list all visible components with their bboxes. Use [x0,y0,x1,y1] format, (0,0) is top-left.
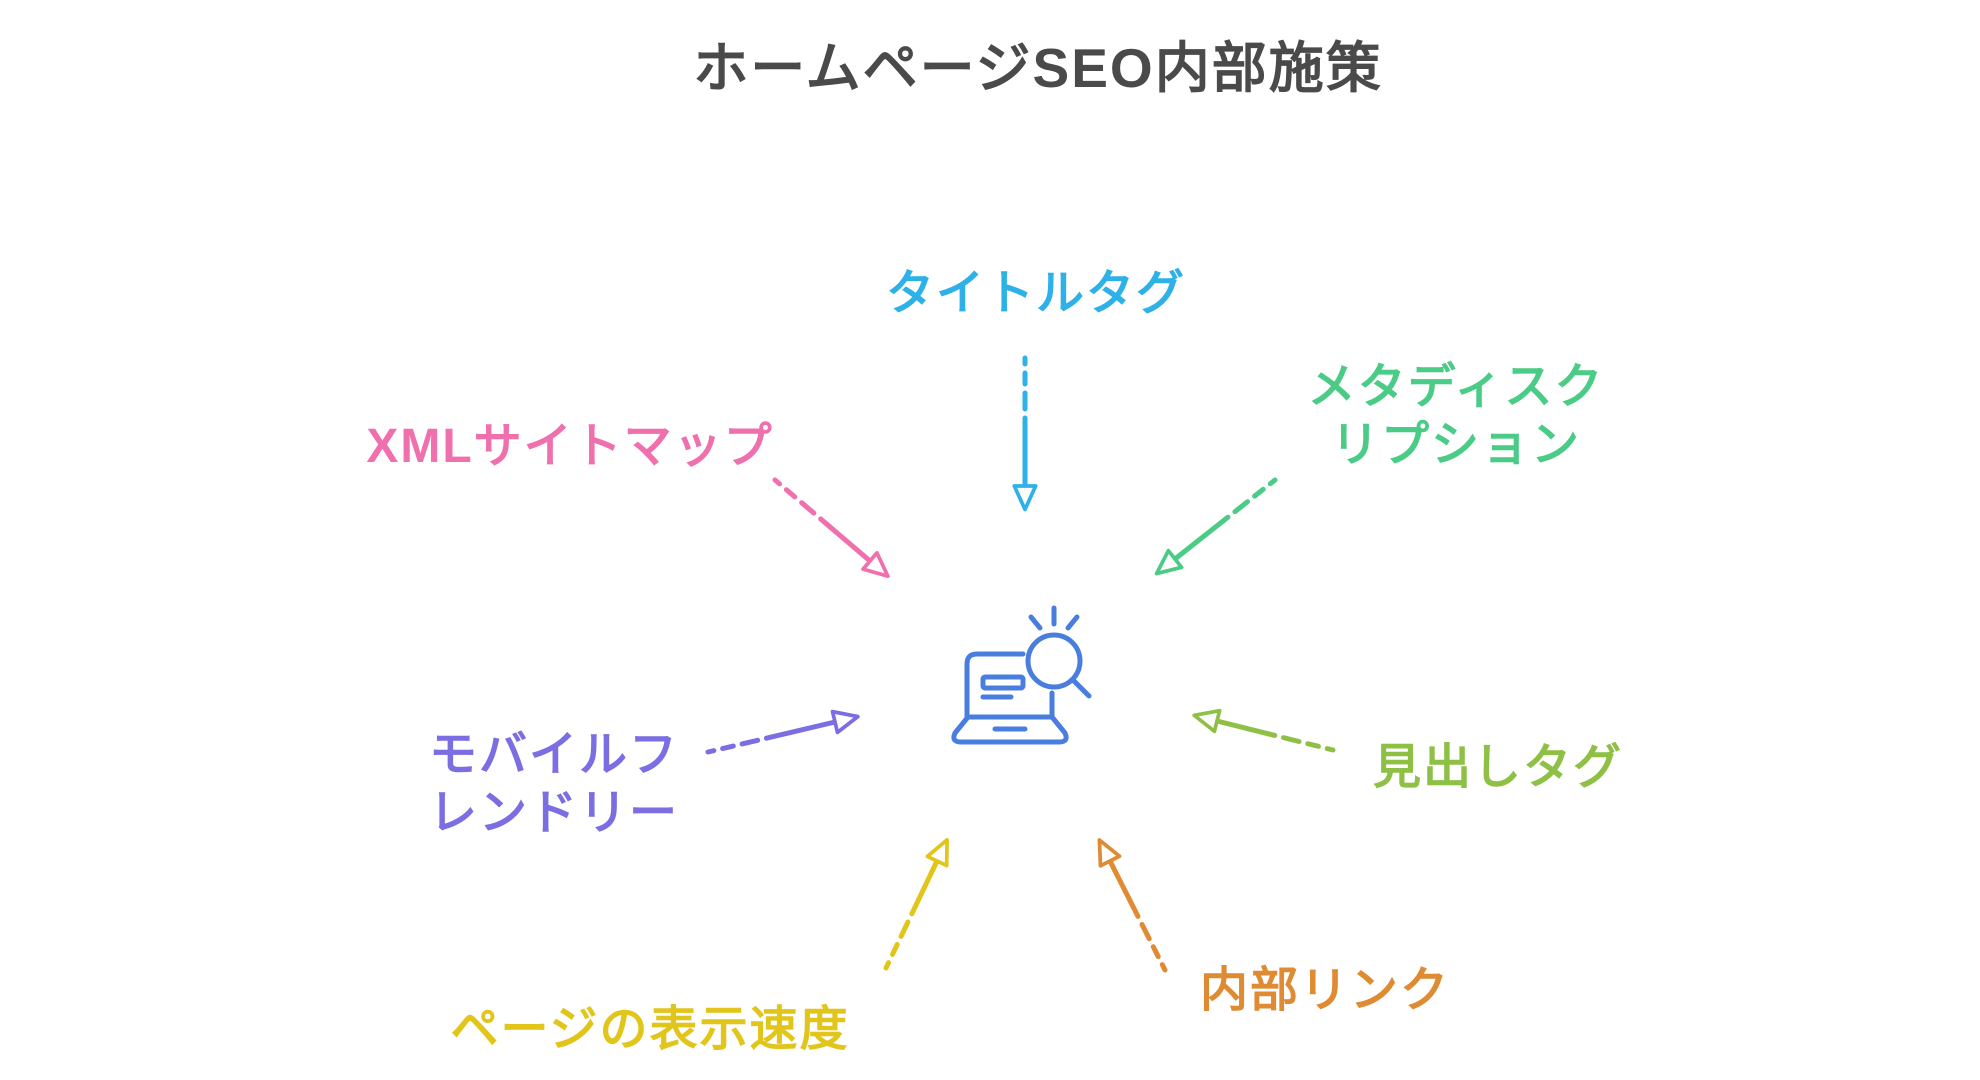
arrow-heading-tag [1192,708,1336,753]
label-heading-tag: 見出しタグ [1372,741,1624,795]
label-meta-description-line-2: リプション [1330,418,1582,471]
page-title: ホームページSEO内部施策 [693,37,1383,99]
screen-text-bar [980,674,1026,691]
label-mobile-friendly-line-2: レンドリー [428,786,680,839]
label-mobile-friendly-line-1: モバイルフ [428,728,680,782]
label-mobile-friendly: モバイルフ レンドリー [429,726,679,841]
arrow-meta-description [1154,477,1278,576]
arrow-page-speed [883,837,949,971]
label-meta-description-line-1: メタディスク [1307,360,1605,414]
magnifier-lens [1025,632,1083,690]
arrow-xml-sitemap [772,477,890,579]
laptop-base [951,714,1069,745]
arrow-mobile-friendly [705,709,860,755]
magnifier-handle [1070,677,1092,699]
sparkle-ray-left [1028,614,1043,631]
label-page-speed: ページの表示速度 [450,1003,850,1057]
laptop-screen-outline [964,651,1026,720]
arrow-internal-link [1097,838,1168,973]
label-title-tag: タイトルタグ [885,267,1187,321]
label-meta-description: メタディスク リプション [1308,358,1605,473]
sparkle-ray-right [1065,614,1080,631]
label-xml-sitemap: XMLサイトマップ [366,420,774,474]
label-internal-link: 内部リンク [1199,964,1451,1018]
laptop-search-icon [951,605,1092,745]
